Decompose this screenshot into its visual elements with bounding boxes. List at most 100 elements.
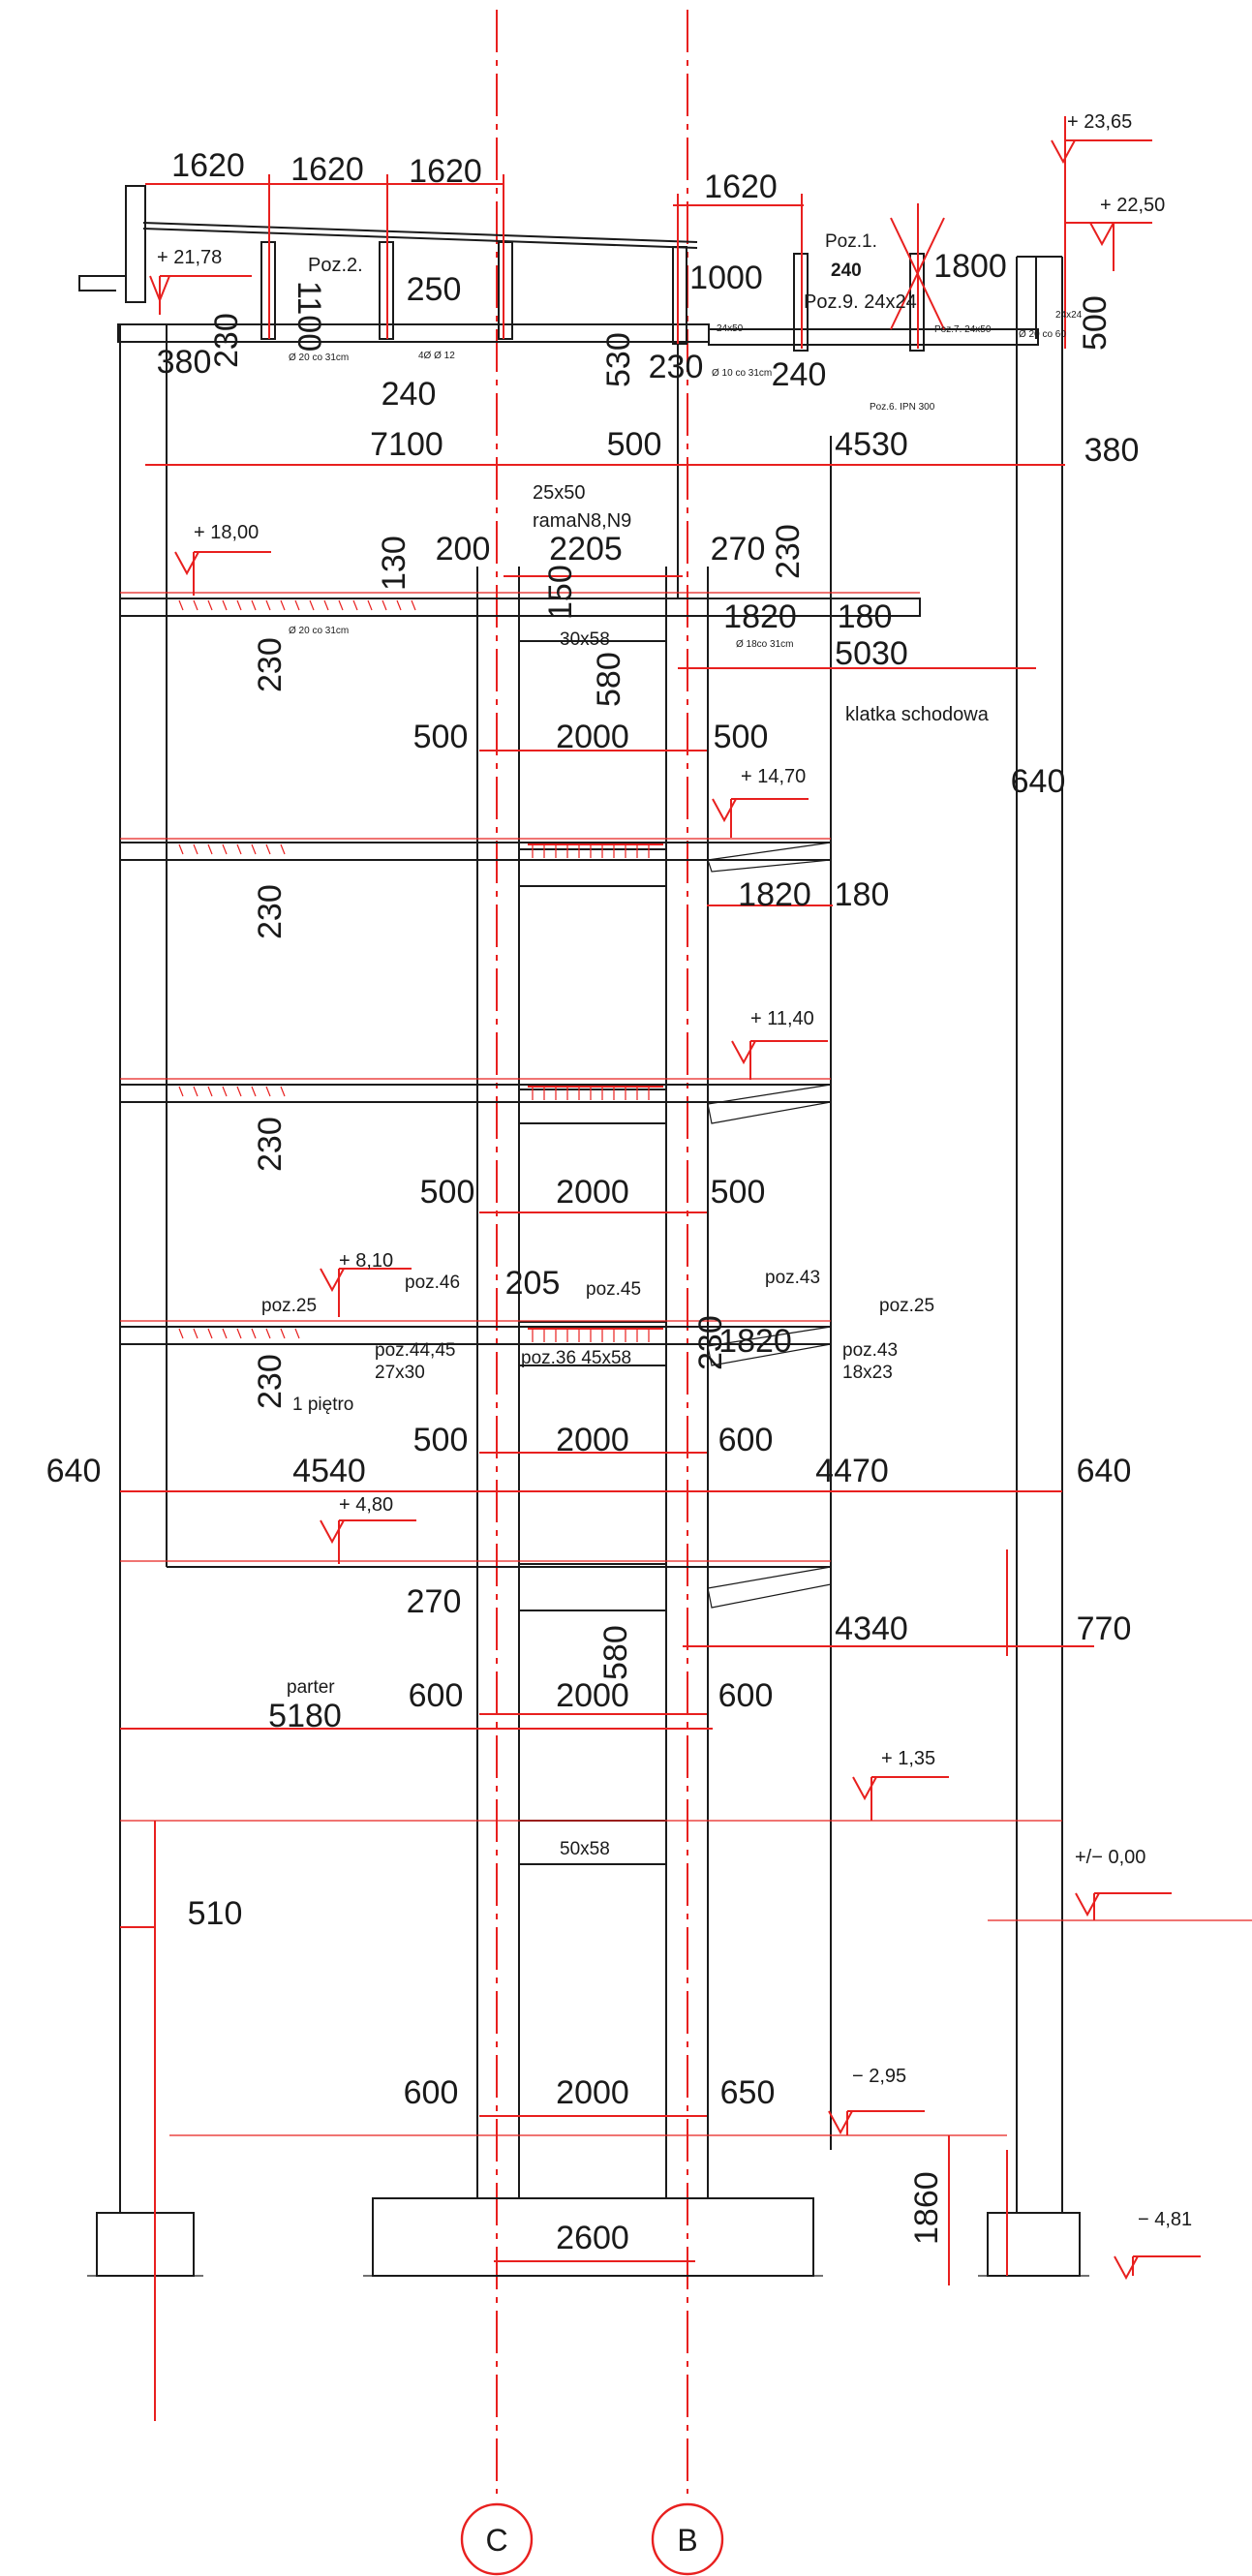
annotation-label: Poz.2. xyxy=(308,255,363,276)
axis-label-b: B xyxy=(677,2523,697,2558)
annotation-label: 25x50 xyxy=(533,482,586,504)
note-text: Ø 20 co 60 xyxy=(1019,329,1066,340)
dimension-text: 2205 xyxy=(549,531,623,567)
annotation-label: 27x30 xyxy=(375,1363,425,1383)
level-markers xyxy=(149,139,1201,2281)
level-label: + 18,00 xyxy=(194,522,259,543)
level-label: + 8,10 xyxy=(339,1250,393,1272)
dimension-text: 1620 xyxy=(409,153,482,190)
dimension-text: 1820 xyxy=(723,598,797,635)
dimension-text: 600 xyxy=(718,1677,774,1714)
dimension-text: 1620 xyxy=(171,147,245,184)
dimension-text: 1100 xyxy=(290,281,327,352)
dimension-text: 500 xyxy=(1077,295,1114,351)
annotation-label: poz.43 xyxy=(842,1340,898,1361)
annotation-label: klatka schodowa xyxy=(845,704,990,725)
dimension-text: 2000 xyxy=(556,2074,629,2111)
dimension-lines xyxy=(120,116,1252,2421)
annotation-label: 1 piętro xyxy=(292,1395,353,1415)
note-text: Ø 10 co 31cm xyxy=(712,368,772,379)
level-label: + 23,65 xyxy=(1067,111,1132,133)
dimension-text: 230 xyxy=(252,637,289,692)
annotation-label: poz.44,45 xyxy=(375,1340,455,1361)
annotation-label: poz.46 xyxy=(405,1273,460,1293)
level-label: + 1,35 xyxy=(881,1748,935,1769)
note-text: Ø 18co 31cm xyxy=(736,639,793,650)
axis-label-c: C xyxy=(485,2523,507,2558)
dimension-text: 500 xyxy=(714,719,769,755)
annotation-label: 30x58 xyxy=(560,629,610,650)
dimension-text: 1620 xyxy=(704,169,778,205)
annotation-label: 240 xyxy=(831,261,862,281)
annotation-label: Poz.1. xyxy=(825,231,877,252)
dimension-text: 500 xyxy=(420,1174,475,1211)
dimension-text: 200 xyxy=(436,531,491,567)
level-label: + 22,50 xyxy=(1100,195,1165,216)
annotation-labels: Poz.2. Poz.1. 240 Poz.9. 24x24 25x50 ram… xyxy=(261,231,990,1859)
annotation-label: poz.25 xyxy=(261,1296,317,1316)
note-text: Poz.7. 24x50 xyxy=(934,324,992,335)
grid-axes: C B xyxy=(460,10,724,2576)
dimension-text: 205 xyxy=(505,1265,561,1302)
dimension-text: 770 xyxy=(1077,1610,1132,1647)
annotation-label: Poz.9. 24x24 xyxy=(804,291,917,313)
dimension-text: 510 xyxy=(188,1895,243,1932)
dimension-text: 580 xyxy=(591,652,627,707)
level-labels: + 23,65 + 22,50 + 21,78 + 18,00 + 14,70 … xyxy=(157,111,1192,2230)
dimension-text: 1860 xyxy=(908,2171,945,2245)
dimension-text: 230 xyxy=(252,1117,289,1172)
dimension-text: 240 xyxy=(382,376,437,413)
dimension-text: 5030 xyxy=(835,635,908,672)
dimension-text: 640 xyxy=(46,1453,102,1489)
dimension-text: 1000 xyxy=(689,260,763,296)
dimension-text: 7100 xyxy=(370,426,443,463)
level-label: − 4,81 xyxy=(1138,2209,1192,2230)
dimension-text: 380 xyxy=(1084,432,1140,469)
dimension-text: 500 xyxy=(413,1422,469,1458)
dimension-text: 180 xyxy=(835,876,890,913)
axis-bubble-b xyxy=(651,2502,724,2576)
dimension-text: 1620 xyxy=(290,151,364,188)
note-text: Ø 20 co 31cm xyxy=(289,626,349,636)
dimension-text: 600 xyxy=(718,1422,774,1458)
level-label: + 21,78 xyxy=(157,247,222,268)
dimension-text: 4540 xyxy=(292,1453,366,1489)
annotation-label: 18x23 xyxy=(842,1363,893,1383)
dimension-text: 250 xyxy=(407,271,462,308)
dimension-texts: 1620 1620 1620 1620 1100 250 1000 1800 3… xyxy=(46,147,1140,2256)
dimension-text: 380 xyxy=(157,344,212,381)
dimension-text: 2600 xyxy=(556,2220,629,2256)
dimension-text: 230 xyxy=(252,884,289,939)
dimension-text: 150 xyxy=(542,565,579,620)
level-label: + 14,70 xyxy=(741,766,806,787)
dimension-text: 4530 xyxy=(835,426,908,463)
dimension-text: 270 xyxy=(711,531,766,567)
dimension-text: 180 xyxy=(838,598,893,635)
dimension-text: 2000 xyxy=(556,1677,629,1714)
annotation-label: ramaN8,N9 xyxy=(533,510,631,532)
level-label: + 11,40 xyxy=(750,1008,814,1029)
note-text: Poz.6. IPN 300 xyxy=(870,402,935,413)
dimension-text: 530 xyxy=(600,332,637,387)
dimension-text: 500 xyxy=(413,719,469,755)
dimension-text: 1800 xyxy=(933,248,1007,285)
dimension-text: 130 xyxy=(376,536,412,591)
small-notes: Ø 20 co 31cm 4Ø Ø 12 24x50 Ø 10 co 31cm … xyxy=(289,310,1083,650)
level-label: + 4,80 xyxy=(339,1494,393,1516)
dimension-text: 1820 xyxy=(738,876,811,913)
dimension-text: 2000 xyxy=(556,719,629,755)
dimension-text: 230 xyxy=(770,524,807,579)
dimension-text: 600 xyxy=(404,2074,459,2111)
level-label: − 2,95 xyxy=(852,2066,906,2087)
annotation-label: 50x58 xyxy=(560,1839,610,1859)
dimension-text: 4470 xyxy=(815,1453,889,1489)
dimension-text: 500 xyxy=(711,1174,766,1211)
dimension-text: 600 xyxy=(409,1677,464,1714)
note-text: 24x50 xyxy=(717,323,744,334)
annotation-label: poz.36 45x58 xyxy=(521,1348,631,1368)
dimension-text: 580 xyxy=(597,1625,634,1680)
dimension-text: 500 xyxy=(607,426,662,463)
annotation-label: poz.45 xyxy=(586,1279,641,1300)
dimension-text: 5180 xyxy=(268,1698,342,1734)
